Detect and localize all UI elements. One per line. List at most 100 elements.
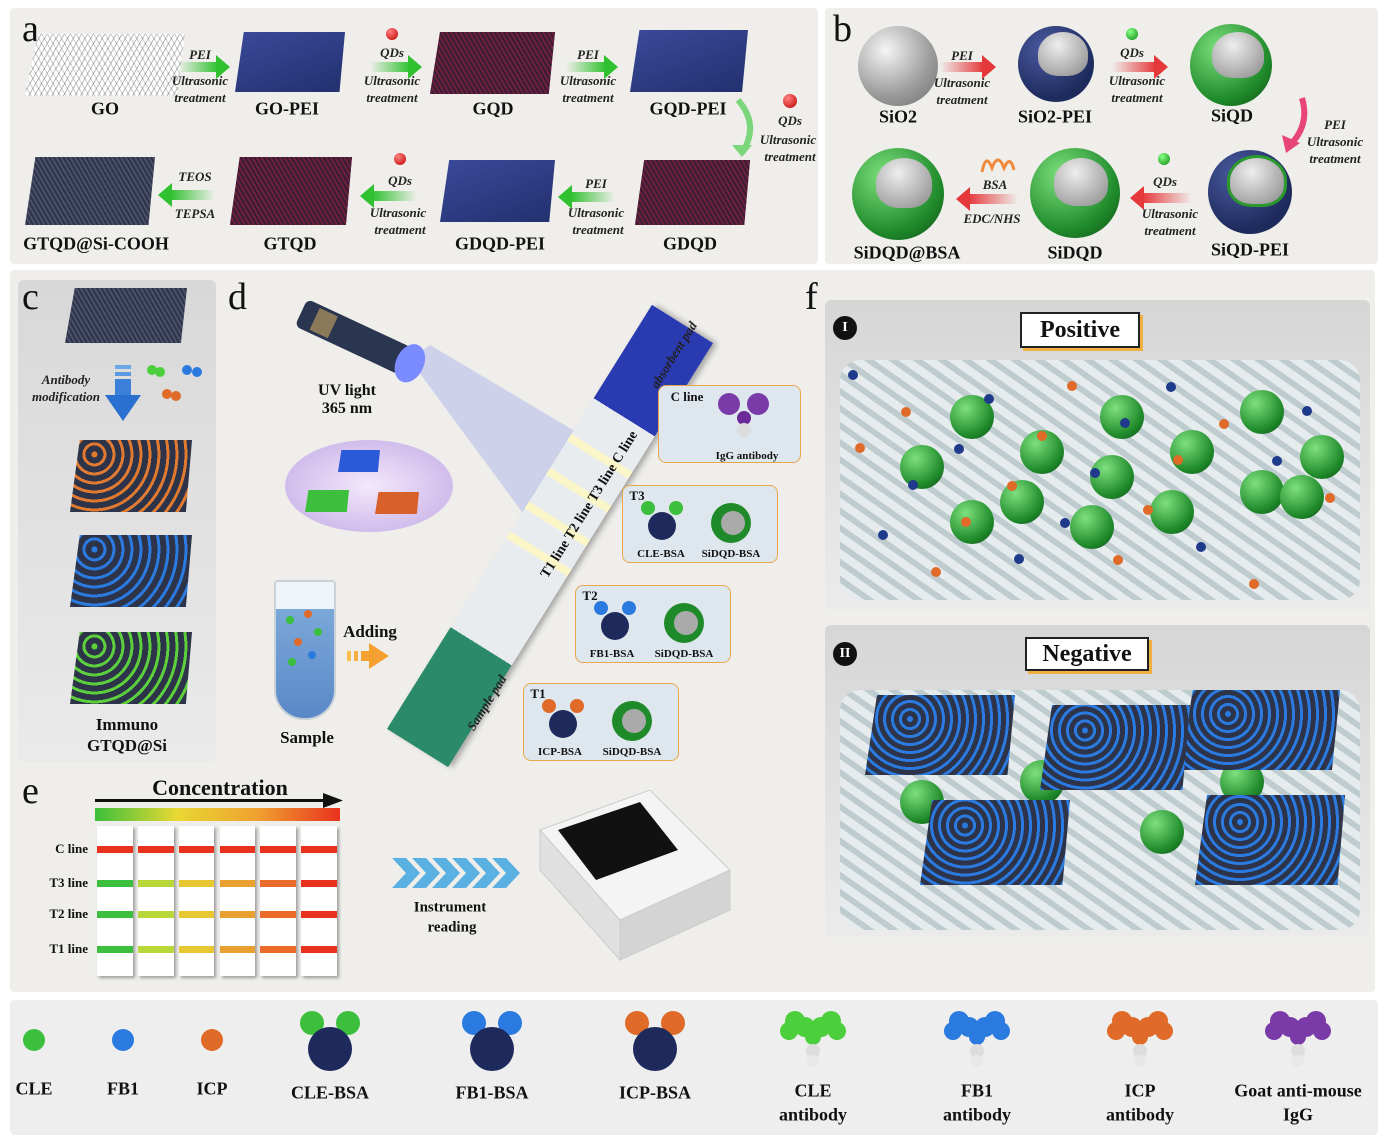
arrow-left-icon [158, 183, 215, 207]
legend-label-line2: antibody [1105, 1104, 1175, 1125]
arrow-left-icon [1130, 186, 1192, 210]
panel-e-letter: e [22, 770, 39, 812]
label-gdqd-pei: GDQD-PEI [455, 233, 545, 254]
go-pei-sheet [235, 32, 345, 92]
arrow-down-icon [105, 365, 141, 421]
arrow-left-icon [558, 185, 615, 209]
step-qds-label: QDs [778, 113, 802, 128]
icp-bsa-label: ICP-BSA [537, 746, 583, 758]
step-ultrasonic: Ultrasonic [369, 205, 427, 220]
immuno-gtqd-sheet [865, 695, 1015, 775]
sidqd-probe [1100, 395, 1144, 439]
step-treatment: treatment [1144, 223, 1196, 238]
test-line-band [219, 880, 256, 887]
step-treatment: treatment [572, 222, 624, 237]
test-line-band [178, 946, 215, 953]
c-line-band [219, 846, 256, 853]
test-line-band [137, 911, 174, 918]
test-line-band [97, 946, 133, 953]
teos-label: TEOS [178, 169, 212, 184]
roman-two-marker: II [833, 642, 857, 666]
label-siqd: SiQD [1210, 105, 1254, 126]
label-sio2: SiO2 [878, 106, 918, 127]
immuno-gtqd-sheet [1195, 795, 1345, 885]
legend-label-line2: antibody [942, 1104, 1012, 1125]
gqd-pei-sheet [630, 30, 748, 92]
panel-f-letter: f [805, 276, 818, 318]
test-line-band [137, 880, 174, 887]
siqd-sphere [1190, 24, 1272, 106]
reader-instrument-icon [539, 790, 731, 962]
t1-box: T1 ICP-BSA SiDQD-BSA [523, 683, 679, 761]
adding-arrow-icon [347, 643, 389, 669]
legend-label: CLE-BSA [290, 1082, 370, 1103]
legend-label: ICP-BSA [618, 1082, 692, 1103]
step-ultrasonic: Ultrasonic [933, 75, 991, 90]
analyte-dot [1166, 382, 1176, 392]
red-qd-icon [394, 153, 406, 165]
analyte-dot [1060, 518, 1070, 528]
gtqd-si-sheet [25, 157, 155, 225]
orange-probe-icon [375, 492, 419, 514]
panel-d-letter: d [228, 276, 247, 318]
bsa-protein-icon [980, 158, 1016, 173]
analyte-dot [961, 517, 971, 527]
concentration-gradient-bar [95, 808, 340, 821]
test-line-band [97, 911, 133, 918]
step-ultrasonic: Ultrasonic [171, 73, 229, 88]
step-qds-label: QDs [1153, 174, 1177, 189]
bsa-conjugate-icon [300, 1011, 360, 1071]
label-go: GO [90, 98, 120, 119]
row-label-t2-line: T2 line [49, 906, 88, 921]
panel-c-letter: c [22, 276, 39, 318]
label-sio2-pei: SiO2-PEI [1017, 106, 1093, 127]
igg-antibody-icon [718, 393, 769, 437]
green-qd-icon [1126, 28, 1138, 40]
analyte-molecules-icon [286, 610, 322, 666]
sidqd-probe [1280, 475, 1324, 519]
sidqd-bsa-label: SiDQD-BSA [701, 548, 761, 560]
bsa-conjugate-icon [462, 1011, 522, 1071]
test-line-band [260, 880, 297, 887]
blue-immuno-sheet [70, 535, 192, 607]
test-line-band [301, 911, 337, 918]
analyte-dot [1120, 418, 1130, 428]
legend-label: Goat anti-mouse [1234, 1080, 1362, 1101]
antibody-icon [1265, 1011, 1331, 1067]
adding-label: Adding [343, 622, 397, 641]
sidqd-bsa-label: SiDQD-BSA [654, 648, 714, 660]
arrow-right-icon [940, 55, 996, 79]
step-treatment: treatment [1309, 151, 1361, 166]
blue-probe-icon [338, 450, 380, 472]
step-treatment: treatment [764, 149, 816, 164]
roman-one-marker: I [833, 316, 857, 340]
step-qds-label: QDs [380, 45, 404, 60]
step-pei-label: PEI [1324, 117, 1346, 132]
analyte-dot [1173, 455, 1183, 465]
analyte-dot [1067, 381, 1077, 391]
sio2-sphere [858, 26, 938, 106]
test-line-band [301, 880, 337, 887]
c-line-band [260, 846, 297, 853]
row-label-t3-line: T3 line [49, 875, 88, 890]
analyte-dot [954, 444, 964, 454]
arrow-right-icon [1112, 55, 1168, 79]
sio2-pei-sphere [1018, 26, 1094, 102]
analyte-dot [1014, 554, 1024, 564]
antibody-label: Antibody [41, 372, 91, 387]
legend-label: FB1 [106, 1078, 140, 1099]
fb1-bsa-label: FB1-BSA [589, 648, 635, 660]
bsa-label: BSA [982, 177, 1008, 192]
curved-arrow-icon [1282, 97, 1308, 153]
sidqd-probe [950, 500, 994, 544]
t2-title: T2 [582, 588, 598, 603]
analyte-dot [1037, 431, 1047, 441]
step-ultrasonic: Ultrasonic [759, 132, 817, 147]
reading-label: reading [427, 919, 477, 936]
analyte-dot [1219, 419, 1229, 429]
antibody-icon [1107, 1011, 1173, 1067]
sidqd-probe [1070, 505, 1114, 549]
gqd-sheet [430, 32, 555, 94]
panel-b-letter: b [833, 8, 852, 50]
legend-label-line2: antibody [778, 1104, 848, 1125]
